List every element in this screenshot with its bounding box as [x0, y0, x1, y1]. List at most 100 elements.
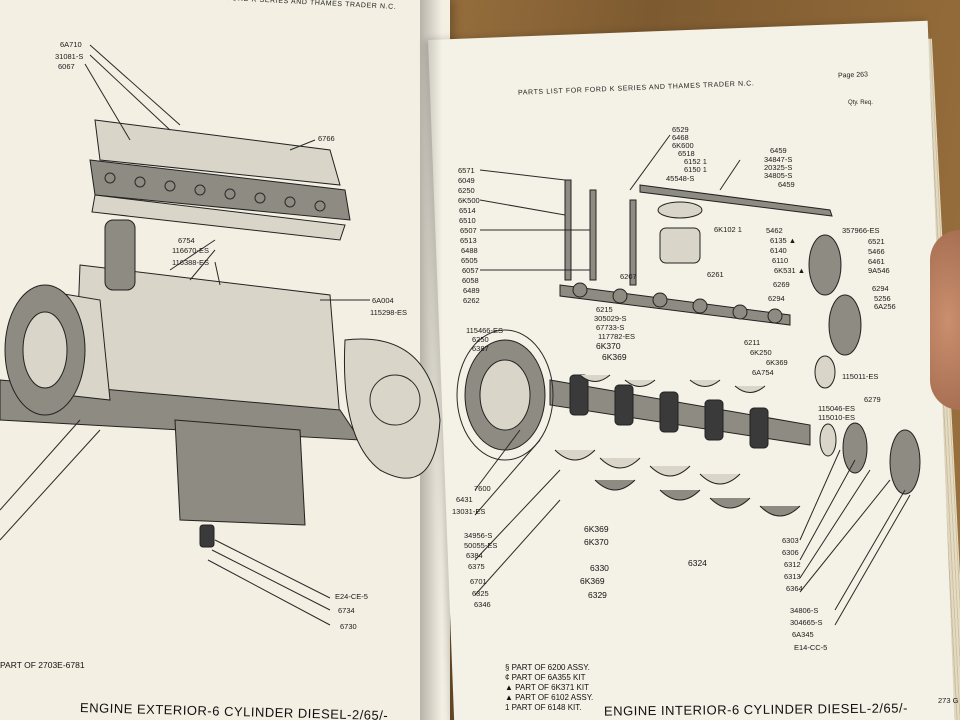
part-label: 115010-ES [818, 413, 855, 422]
flywheel-illustration [456, 329, 554, 461]
part-label: 6A345 [792, 630, 814, 639]
part-label: 6766 [318, 134, 335, 143]
part-label: 6489 [463, 286, 480, 295]
part-label: 34956-S [464, 531, 493, 540]
parts-legend: § PART OF 6200 ASSY. ¢ PART OF 6A355 KIT… [505, 663, 593, 713]
part-label: 6K370 [584, 537, 609, 547]
bottom-reference: PART OF 2703E-6781 [0, 660, 85, 670]
part-label: 6507 [460, 226, 477, 235]
part-label: 34806-S [790, 606, 819, 615]
part-label: 115011-ES [842, 372, 879, 381]
part-label: 6510 [459, 216, 476, 225]
part-label: 6K370 [596, 341, 621, 351]
camshaft-illustration [559, 282, 791, 326]
part-label: 6150 1 [684, 165, 707, 174]
legend-item: 1 PART OF 6148 KIT. [505, 703, 582, 712]
part-label: 6269 [773, 280, 790, 289]
part-label: 6K600 [672, 141, 694, 150]
part-label: 6325 [472, 589, 489, 598]
part-label: 6K369 [602, 352, 627, 362]
part-label: 305029-S [594, 314, 627, 323]
part-label: 115298-ES [370, 308, 407, 317]
part-label: 6375 [468, 562, 485, 571]
part-label: 5256 [874, 294, 891, 303]
part-label: 6K531 ▲ [774, 266, 806, 275]
part-label: 6346 [474, 600, 491, 609]
part-label: 45548-S [666, 174, 695, 183]
part-label: 6294 [872, 284, 889, 293]
part-label: 7600 [474, 484, 491, 493]
rocker-cover-illustration [89, 119, 351, 241]
part-label: 50055-ES [464, 541, 498, 550]
part-label: 6K250 [750, 348, 772, 357]
timing-gears-illustration [808, 234, 921, 495]
part-label: 6505 [461, 256, 478, 265]
part-label: 6459 [778, 180, 795, 189]
part-label: 6K369 [766, 358, 788, 367]
bearing-shells-illustration [554, 374, 801, 517]
part-label: 116388-ES [172, 258, 209, 267]
part-label: 6049 [458, 176, 475, 185]
part-label: 115466-ES [466, 326, 503, 335]
part-label: 6215 [596, 305, 613, 314]
part-label: 6306 [782, 548, 799, 557]
part-label: 6262 [463, 296, 480, 305]
part-label: 6387 [472, 344, 489, 353]
part-label: 6324 [688, 558, 707, 568]
part-label: 6A754 [752, 368, 774, 377]
part-label: 6329 [588, 590, 607, 600]
part-label: 6140 [770, 246, 787, 255]
part-label: 6754 [178, 236, 195, 245]
part-label: E14-CC-5 [794, 643, 828, 652]
hand [930, 230, 960, 410]
part-label: 6261 [707, 270, 724, 279]
part-label: 117782-ES [598, 332, 635, 341]
part-label: 6459 [770, 146, 787, 155]
engine-block-illustration [0, 219, 441, 548]
part-label: 304665-S [790, 618, 823, 627]
part-label: 6734 [338, 606, 355, 615]
legend-item: ▲ PART OF 6102 ASSY. [505, 693, 594, 702]
part-label: 13031-ES [452, 507, 486, 516]
part-label: E24-CE-5 [335, 592, 368, 601]
right-page-caption: ENGINE INTERIOR-6 CYLINDER DIESEL-2/65/- [603, 700, 908, 719]
part-label: 6067 [58, 62, 75, 71]
part-label: 6514 [459, 206, 476, 215]
part-label: 20325-S [764, 163, 793, 172]
part-label: 6730 [340, 622, 357, 631]
part-label: 6110 [772, 256, 789, 265]
part-label: 6294 [768, 294, 785, 303]
crankshaft-illustration [549, 374, 811, 449]
part-label: 9A546 [868, 266, 890, 275]
part-label: 6279 [864, 395, 881, 404]
part-label: 6058 [462, 276, 479, 285]
part-label: 6461 [868, 257, 885, 266]
part-label: 6518 [678, 149, 695, 158]
part-label: 6A256 [874, 302, 896, 311]
part-label: 6250 [458, 186, 475, 195]
part-label: 116670-ES [172, 246, 209, 255]
part-label: 34847-S [764, 155, 793, 164]
part-label: 5466 [868, 247, 885, 256]
legend-item: ¢ PART OF 6A355 KIT [505, 673, 586, 682]
part-label: 6384 [466, 551, 483, 560]
part-label: 6571 [458, 166, 475, 175]
legend-item: ▲ PART OF 6K371 KIT [505, 683, 589, 692]
part-label: 6488 [461, 246, 478, 255]
qty-req-header: Qty. Req. [848, 100, 873, 106]
part-label: 6364 [786, 584, 803, 593]
part-label: 6K102 1 [714, 225, 742, 234]
page-corner-number: 273 G [938, 696, 959, 705]
part-label: 5462 [766, 226, 783, 235]
book-gutter [420, 0, 442, 720]
page-number: Page 263 [837, 71, 869, 80]
part-label: 6468 [672, 133, 689, 142]
part-label: 6207 [620, 272, 637, 281]
part-label: 67733-S [596, 323, 625, 332]
part-label: 6521 [868, 237, 885, 246]
part-label: 34805-S [764, 171, 793, 180]
part-label: 6313 [784, 572, 801, 581]
part-label: 6211 [744, 338, 761, 347]
